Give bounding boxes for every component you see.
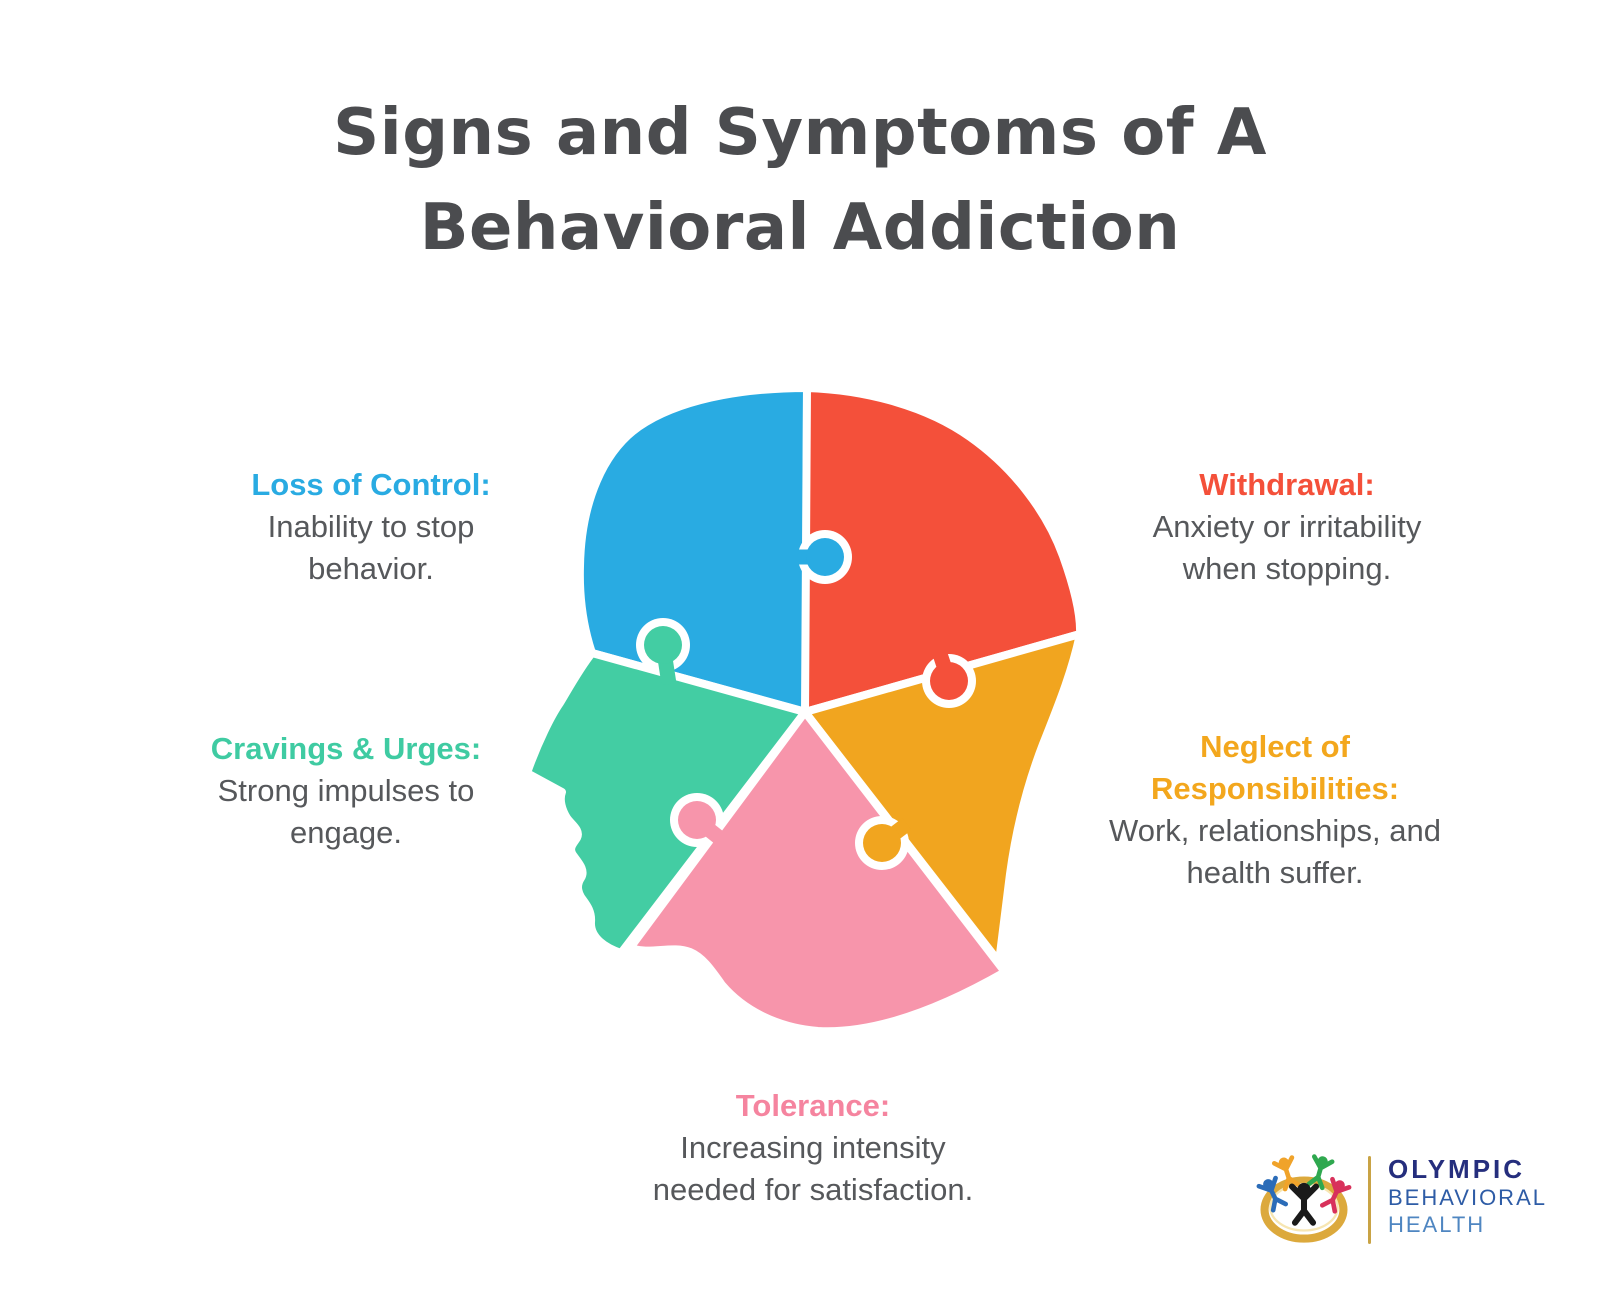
callout-neglect-desc-line1: Work, relationships, and	[1109, 813, 1441, 848]
callout-loss-of-control-desc-line1: Inability to stop	[267, 509, 475, 544]
callout-neglect-desc-line2: health suffer.	[1186, 855, 1364, 890]
puzzle-knob-teal	[636, 618, 690, 686]
logo-figure-black	[1288, 1182, 1320, 1226]
page-title-line1: Signs and Symptoms of A	[333, 96, 1267, 170]
puzzle-piece-withdrawal	[801, 384, 1085, 716]
callout-cravings-and-urges: Cravings & Urges: Strong impulses to eng…	[211, 728, 481, 854]
logo-figure-orange	[1271, 1155, 1301, 1192]
callout-cravings-and-urges-desc-line1: Strong impulses to	[217, 773, 475, 808]
logo-text: OLYMPIC BEHAVIORAL HEALTH	[1388, 1154, 1547, 1238]
callout-loss-of-control: Loss of Control: Inability to stop behav…	[251, 464, 490, 590]
logo-figure-green	[1306, 1154, 1335, 1191]
puzzle-knob-blue	[793, 530, 852, 584]
puzzle-knob-yellow	[855, 816, 912, 870]
puzzle-knob-red	[922, 648, 976, 708]
callout-tolerance: Tolerance: Increasing intensity needed f…	[653, 1085, 974, 1211]
logo-text-olympic: OLYMPIC	[1388, 1154, 1526, 1184]
callout-withdrawal-desc-line2: when stopping.	[1182, 551, 1392, 586]
callout-withdrawal-desc-line1: Anxiety or irritability	[1152, 509, 1422, 544]
logo-people-icon	[1256, 1154, 1352, 1243]
page-title: Signs and Symptoms of A Behavioral Addic…	[0, 86, 1600, 276]
puzzle-piece-cravings-and-urges	[523, 649, 809, 957]
logo-figure-red	[1319, 1176, 1352, 1214]
puzzle-piece-loss-of-control	[575, 384, 811, 716]
callout-withdrawal: Withdrawal: Anxiety or irritability when…	[1153, 464, 1422, 590]
callout-loss-of-control-desc-line2: behavior.	[308, 551, 434, 586]
puzzle-piece-neglect-of-responsibilities	[801, 630, 1084, 966]
callout-tolerance-label: Tolerance:	[735, 1088, 891, 1123]
callout-tolerance-desc-line2: needed for satisfaction.	[652, 1172, 974, 1207]
callout-tolerance-desc-line1: Increasing intensity	[680, 1130, 946, 1165]
logo-divider	[1368, 1156, 1371, 1244]
puzzle-knob-pink	[670, 793, 727, 847]
logo-text-health: HEALTH	[1388, 1212, 1486, 1237]
callout-cravings-and-urges-desc-line2: engage.	[289, 815, 403, 850]
callout-cravings-and-urges-label: Cravings & Urges:	[210, 731, 482, 766]
callout-loss-of-control-label: Loss of Control:	[251, 467, 491, 502]
olympic-behavioral-health-logo: OLYMPIC BEHAVIORAL HEALTH	[1246, 1140, 1576, 1260]
logo-text-behavioral: BEHAVIORAL	[1388, 1185, 1547, 1210]
logo-figure-blue	[1256, 1175, 1289, 1213]
callout-neglect-of-responsibilities: Neglect of Responsibilities: Work, relat…	[1109, 726, 1441, 894]
callout-neglect-label-line1: Neglect of	[1200, 729, 1350, 764]
callout-neglect-label-line2: Responsibilities:	[1150, 771, 1400, 806]
page-title-line2: Behavioral Addiction	[419, 191, 1181, 265]
puzzle-piece-tolerance	[626, 708, 1009, 1036]
callout-withdrawal-label: Withdrawal:	[1199, 467, 1375, 502]
